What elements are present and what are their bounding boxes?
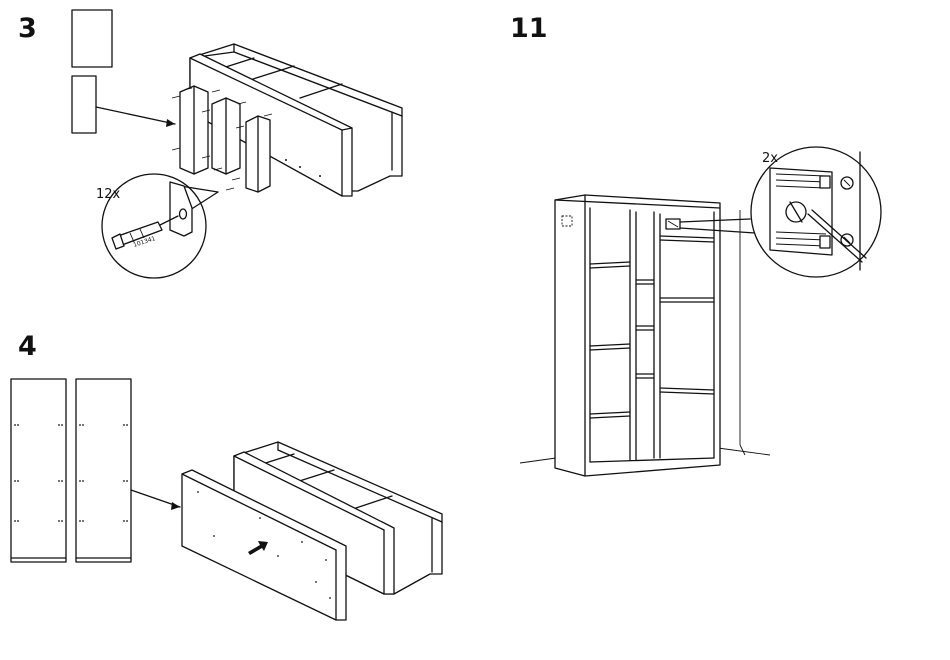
- quantity-label-step11: 2x: [762, 151, 778, 166]
- bookcase: [555, 195, 720, 476]
- panel-icon-small: [72, 76, 96, 133]
- panel-icon-large: [72, 10, 112, 67]
- quantity-label-step3: 12x: [96, 187, 121, 202]
- step4-illustration: [11, 379, 442, 620]
- step3-illustration: 101341 12x: [72, 10, 402, 278]
- detail-circle-step11: [751, 147, 881, 277]
- side-panels-step4: [11, 379, 131, 562]
- step11-illustration: 2x: [520, 147, 881, 476]
